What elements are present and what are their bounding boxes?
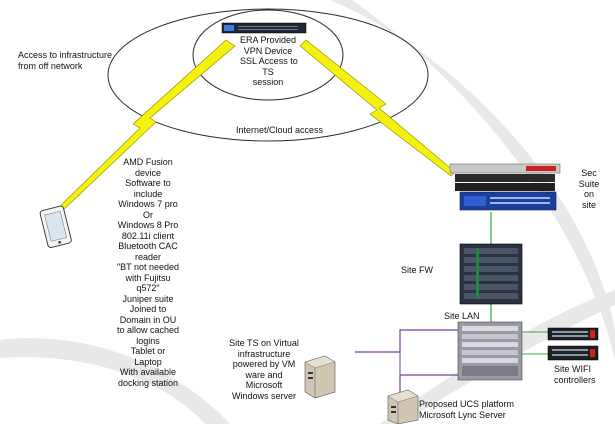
- vpn-device-label: ERA Provided VPN Device SSL Access to TS…: [240, 35, 298, 87]
- vpn-appliance-icon: [221, 22, 307, 34]
- sec-suite-label: Sec Suite on site: [578, 168, 600, 210]
- wifi-controller-icon: [547, 327, 599, 361]
- security-appliance-stack-icon: [449, 163, 561, 211]
- ucs-platform-label: Proposed UCS platform Microsoft Lync Ser…: [419, 399, 515, 420]
- site-lan-label: Site LAN: [444, 311, 480, 321]
- firewall-chassis-icon: [459, 243, 523, 305]
- site-ts-label: Site TS on Virtual infrastructure powere…: [229, 338, 299, 401]
- offnet-access-label: Access to infrastructure from off networ…: [18, 50, 113, 71]
- tablet-icon: [39, 205, 72, 248]
- site-fw-label: Site FW: [401, 265, 434, 275]
- link-lan-to-ts: [355, 329, 458, 353]
- internet-cloud-label: Internet/Cloud access: [236, 125, 324, 135]
- lan-switch-chassis-icon: [457, 321, 523, 381]
- tower-server-icon: [304, 355, 336, 399]
- ucs-tower-server-icon: [387, 389, 419, 424]
- device-requirements-notes: AMD Fusion device Software to include Wi…: [116, 157, 180, 388]
- wifi-controllers-label: Site WIFI controllers: [554, 364, 596, 385]
